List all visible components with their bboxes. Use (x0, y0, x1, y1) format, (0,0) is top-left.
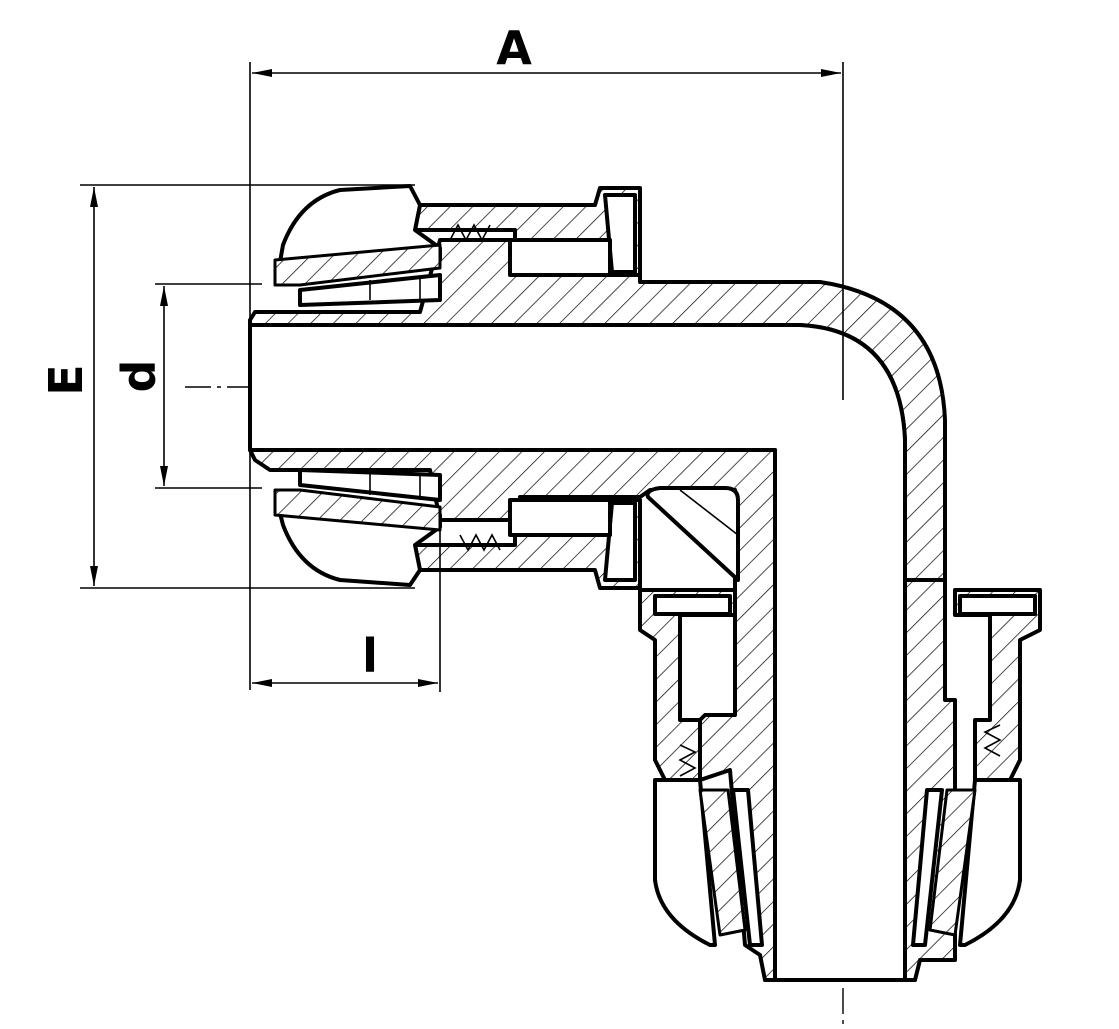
left-collet-lower (273, 488, 442, 532)
bottom-grip-cap-right (958, 778, 1022, 947)
dimension-label-E: E (39, 364, 93, 395)
bottom-grip-cap-left (653, 778, 717, 947)
bottom-collet-right (928, 788, 977, 937)
dimension-l: l (252, 520, 441, 692)
bottom-nut-left (638, 588, 737, 782)
left-nut-lower (413, 498, 642, 590)
elbow-body (248, 238, 957, 982)
dimension-label-l: l (362, 629, 378, 683)
left-seal-lower (459, 533, 501, 552)
dimension-d: d (112, 283, 262, 489)
left-collet-upper (273, 243, 442, 287)
dimension-label-A: A (496, 21, 532, 75)
bottom-connector (638, 588, 1042, 982)
left-connector (273, 184, 642, 590)
bottom-nut-right (953, 588, 1042, 782)
body-bore (248, 323, 907, 982)
left-nut-upper (413, 186, 642, 277)
dimension-A: A (249, 21, 844, 690)
bottom-seal-left (678, 744, 697, 777)
bottom-seal-right (983, 724, 1002, 757)
dimension-label-d: d (112, 360, 166, 393)
elbow-inner-cavity (645, 486, 740, 582)
left-seal-upper (449, 223, 491, 242)
dimension-E: E (39, 184, 415, 589)
bottom-collet-left (698, 788, 747, 937)
